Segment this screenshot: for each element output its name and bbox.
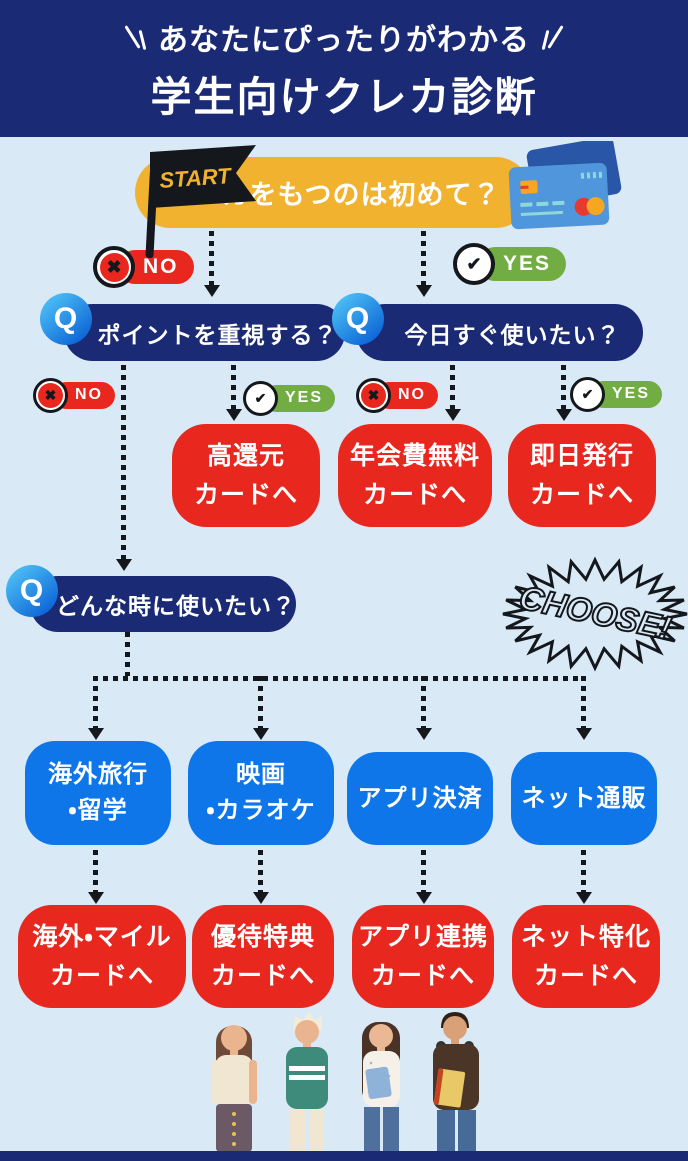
result-label: 即日発行 [529,441,634,470]
dotted-arrow [253,850,269,904]
no-badge: ✖ NO [33,378,115,413]
credit-cards-icon [508,141,622,230]
dotted-arrow [576,850,592,904]
result-card-app-link: アプリ連携 カードへ [352,905,494,1008]
dotted-arrow [226,365,242,421]
result-label: 高還元 [206,441,285,470]
question-points-node: Q ポイントを重視する？ [40,293,345,361]
result-label: 年会費無料 [349,441,480,470]
result-card-mileage: 海外・マイル カードへ [18,905,186,1008]
right-slashes-decoration [541,24,564,50]
dotted-arrow [416,676,432,740]
dotted-arrow [204,231,220,297]
result-label: カードへ [193,480,298,509]
result-card-same-day-issue: 即日発行 カードへ [508,424,656,527]
yes-label: YES [478,246,567,282]
cross-icon: ✖ [93,246,135,288]
no-badge: ✖ NO [93,246,194,288]
dotted-arrow [253,676,269,740]
option-movie-karaoke: 映画 ・カラオケ [188,741,334,845]
left-slashes-decoration [124,24,147,50]
cross-icon: ✖ [356,378,391,413]
check-icon: ✔ [243,381,278,416]
result-card-high-reward: 高還元 カードへ [172,424,320,527]
check-icon: ✔ [453,243,495,285]
result-card-no-annual-fee: 年会費無料 カードへ [338,424,492,527]
result-label: 優待特典 [210,922,315,951]
result-label: カードへ [370,961,475,990]
dotted-arrow [416,231,432,297]
result-card-perks: 優待特典 カードへ [192,905,334,1008]
page-title: 学生向けクレカ診断 [150,73,538,120]
dotted-arrow [445,365,461,421]
dotted-arrow [88,850,104,904]
no-badge: ✖ NO [356,378,438,413]
option-label: ネット通販 [521,784,647,812]
dotted-arrow [416,850,432,904]
q-badge-icon: Q [40,293,92,345]
result-label: カードへ [49,961,154,990]
q-badge-icon: Q [6,565,58,617]
result-card-online-specialized: ネット特化 カードへ [512,905,660,1008]
q-badge-icon: Q [332,293,384,345]
yes-badge: ✔ YES [453,243,567,285]
header-subtitle: あなたにぴったりがわかる [158,23,530,57]
result-label: カードへ [210,961,315,990]
footer-bar [0,1151,688,1161]
cross-icon: ✖ [33,378,68,413]
choose-burst-icon: CHOOSE! [502,556,688,672]
dotted-arrow [88,676,104,740]
dotted-connector-horizontal [93,676,585,681]
dotted-connector-stem [125,632,130,676]
yes-badge: ✔ YES [570,377,663,412]
svg-text:START: START [159,163,233,193]
dotted-arrow-long-no [116,365,132,571]
option-label: 海外旅行 [48,761,148,788]
result-label: カードへ [533,961,638,990]
check-icon: ✔ [570,377,605,412]
students-illustration [211,1012,479,1152]
result-label: アプリ連携 [357,922,488,951]
question-today-label: 今日すぐ使いたい？ [404,321,621,348]
option-label: ・留学 [68,797,128,824]
option-travel-abroad: 海外旅行 ・留学 [25,741,171,845]
result-label: ネット特化 [520,922,651,951]
result-label: 海外・マイル [32,922,172,951]
question-points-label: ポイントを重視する？ [97,321,338,348]
question-today-node: Q 今日すぐ使いたい？ [332,293,643,361]
header-banner: あなたにぴったりがわかる 学生向けクレカ診断 [0,0,688,137]
start-flag-icon: START [145,145,256,258]
option-app-payment: アプリ決済 [347,752,493,845]
question-when-label: どんな時に使いたい？ [56,593,296,619]
dotted-arrow [556,365,572,421]
yes-label: YES [590,381,663,408]
question-when-node: Q どんな時に使いたい？ [6,565,296,632]
dotted-arrow [576,676,592,740]
result-label: カードへ [362,480,467,509]
option-label: 映画 [236,761,286,788]
result-label: カードへ [529,480,634,509]
option-label: アプリ決済 [357,784,483,812]
option-label: ・カラオケ [206,797,316,824]
option-online-shopping: ネット通販 [511,752,657,845]
yes-badge: ✔ YES [243,381,336,416]
